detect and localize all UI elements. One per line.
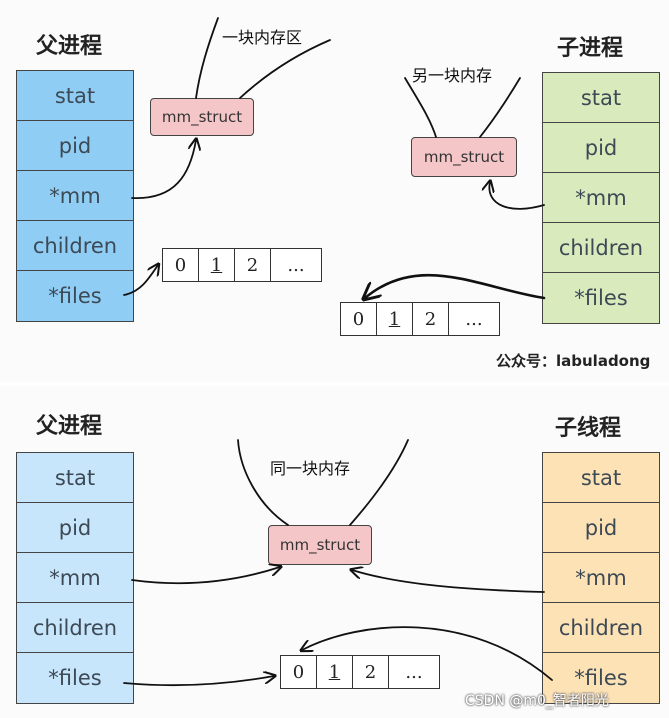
bottom-parent-title: 父进程: [36, 414, 103, 439]
top-child-title: 子进程: [557, 36, 624, 61]
bottom-shared-mm-struct: mm_struct: [268, 525, 372, 565]
fd-cell: 2: [413, 303, 449, 335]
fd-cell: 0: [163, 249, 199, 281]
bottom-child-field-stat: stat: [543, 453, 659, 503]
top-watermark: 公众号：labuladong: [496, 352, 651, 370]
top-child-field-files: *files: [574, 286, 628, 310]
bottom-child-field-pid: pid: [543, 503, 659, 553]
top-left-fd-table: 0 1 2 ...: [162, 248, 322, 282]
fd-cell: ...: [465, 308, 483, 330]
bottom-shared-fd-table: 0 1 2 ...: [280, 655, 440, 689]
top-right-memory-note: 另一块内存: [412, 66, 493, 85]
fd-cell: 1: [199, 249, 235, 281]
bottom-memory-note: 同一块内存: [270, 459, 351, 478]
top-parent-field-stat: stat: [17, 71, 133, 121]
top-parent-field-children: children: [17, 221, 133, 271]
top-child-field-pid: pid: [543, 123, 659, 173]
fd-cell: 0: [341, 303, 377, 335]
top-left-memory-note: 一块内存区: [222, 28, 303, 47]
top-child-process-struct: stat pid *mm children *files: [542, 72, 660, 324]
csdn-watermark: CSDN @m0_智者阳光: [465, 693, 609, 709]
fd-cell: 1: [317, 656, 353, 688]
top-parent-field-files: *files: [48, 284, 102, 308]
bottom-parent-process-struct: stat pid *mm children *files: [16, 452, 134, 704]
bottom-child-field-children: children: [543, 603, 659, 653]
top-child-field-children: children: [543, 223, 659, 273]
bottom-parent-field-files: *files: [48, 666, 102, 690]
top-right-fd-table: 0 1 2 ...: [340, 302, 500, 336]
bottom-child-field-mm: *mm: [543, 553, 659, 603]
bottom-child-field-files: *files: [574, 666, 628, 690]
bottom-parent-field-children: children: [17, 603, 133, 653]
top-left-mm-struct: mm_struct: [150, 98, 254, 136]
top-child-field-mm: *mm: [543, 173, 659, 223]
bottom-child-thread-struct: stat pid *mm children *files: [542, 452, 660, 704]
fd-cell: 0: [281, 656, 317, 688]
fd-cell: 1: [377, 303, 413, 335]
bottom-parent-field-stat: stat: [17, 453, 133, 503]
bottom-parent-field-pid: pid: [17, 503, 133, 553]
top-right-mm-struct: mm_struct: [411, 137, 517, 177]
fd-cell: 2: [353, 656, 389, 688]
fd-cell: 2: [235, 249, 271, 281]
bottom-child-title: 子线程: [555, 416, 622, 441]
bottom-parent-field-mm: *mm: [17, 553, 133, 603]
fd-cell: ...: [405, 661, 423, 683]
top-parent-field-mm: *mm: [17, 171, 133, 221]
top-child-field-stat: stat: [543, 73, 659, 123]
top-parent-process-struct: stat pid *mm children *files: [16, 70, 134, 322]
top-parent-field-pid: pid: [17, 121, 133, 171]
fd-cell: ...: [287, 254, 305, 276]
top-parent-title: 父进程: [36, 34, 103, 59]
